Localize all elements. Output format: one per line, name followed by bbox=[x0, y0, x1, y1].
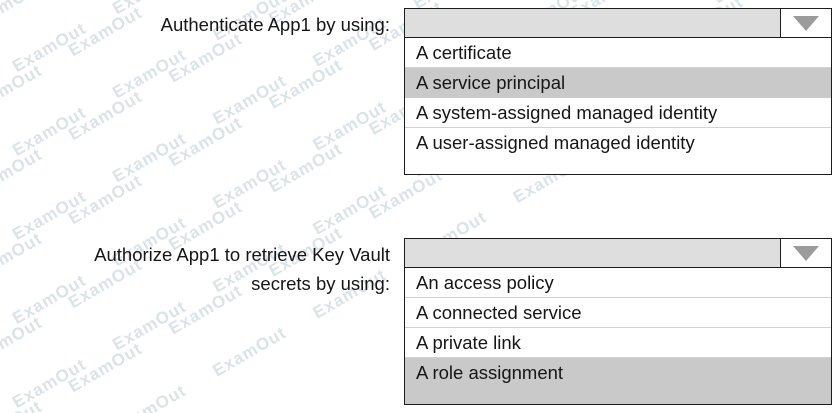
authorize-app1-dropdown-header[interactable] bbox=[404, 238, 832, 268]
authenticate-app1-dropdown[interactable]: A certificate A service principal A syst… bbox=[404, 8, 832, 175]
chevron-down-icon bbox=[793, 15, 819, 31]
authenticate-app1-dropdown-toggle[interactable] bbox=[780, 9, 831, 37]
list-item[interactable]: A certificate bbox=[405, 38, 831, 68]
question-label-authorize-app1: Authorize App1 to retrieve Key Vault sec… bbox=[94, 244, 390, 294]
list-item[interactable]: A role assignment bbox=[405, 358, 831, 388]
list-item[interactable]: A connected service bbox=[405, 298, 831, 328]
list-item[interactable]: A system-assigned managed identity bbox=[405, 98, 831, 128]
question-label-authenticate-app1: Authenticate App1 by using: bbox=[160, 14, 390, 35]
option-list-blank-row bbox=[405, 388, 831, 404]
list-item[interactable]: A service principal bbox=[405, 68, 831, 98]
option-list-blank-row bbox=[405, 158, 831, 174]
authorize-app1-dropdown[interactable]: An access policy A connected service A p… bbox=[404, 238, 832, 405]
authenticate-app1-dropdown-header[interactable] bbox=[404, 8, 832, 38]
question-row-authorize-app1: Authorize App1 to retrieve Key Vault sec… bbox=[0, 240, 390, 298]
authorize-app1-dropdown-toggle[interactable] bbox=[780, 239, 831, 267]
list-item[interactable]: A private link bbox=[405, 328, 831, 358]
authenticate-app1-selected-value bbox=[405, 9, 780, 37]
authorize-app1-selected-value bbox=[405, 239, 780, 267]
list-item[interactable]: A user-assigned managed identity bbox=[405, 128, 831, 158]
chevron-down-icon bbox=[793, 245, 819, 261]
question-row-authenticate-app1: Authenticate App1 by using: bbox=[0, 10, 390, 39]
list-item[interactable]: An access policy bbox=[405, 268, 831, 298]
authenticate-app1-option-list[interactable]: A certificate A service principal A syst… bbox=[404, 38, 832, 175]
authorize-app1-option-list[interactable]: An access policy A connected service A p… bbox=[404, 268, 832, 405]
